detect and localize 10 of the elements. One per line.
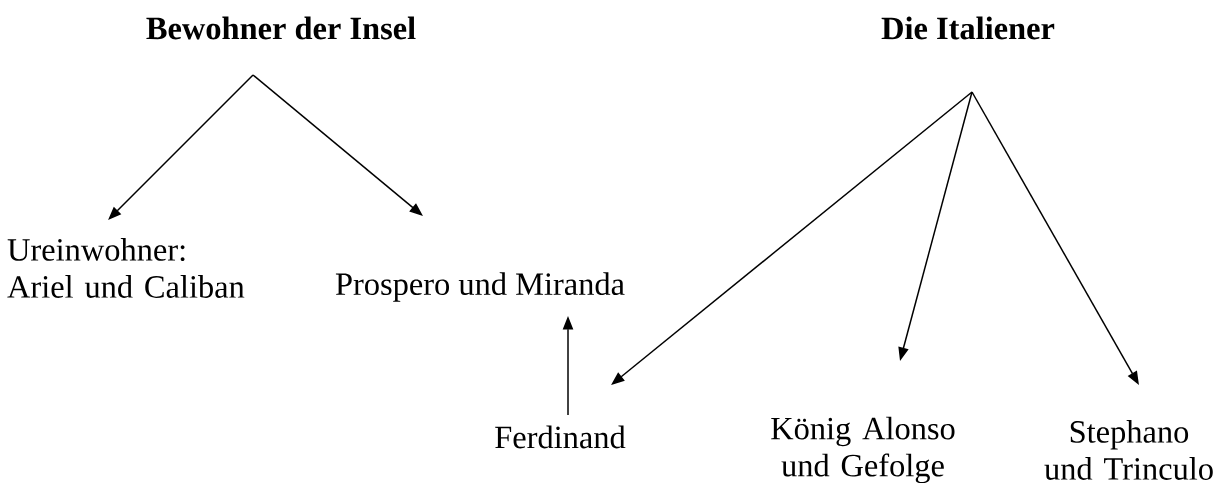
label-text: König Alonso und Gefolge [771,416,955,483]
arrow [252,74,423,216]
arrow [611,91,973,385]
heading: Die Italiener [881,16,1055,40]
label-text: Ferdinand [495,425,626,449]
arrow [108,74,254,220]
heading: Bewohner der Insel [146,16,416,40]
label-text: Stephano und Trinculo [1044,420,1213,480]
label-text: Prospero und Miranda [335,272,625,302]
label-text: Ureinwohner: Ariel und Caliban [7,238,245,298]
